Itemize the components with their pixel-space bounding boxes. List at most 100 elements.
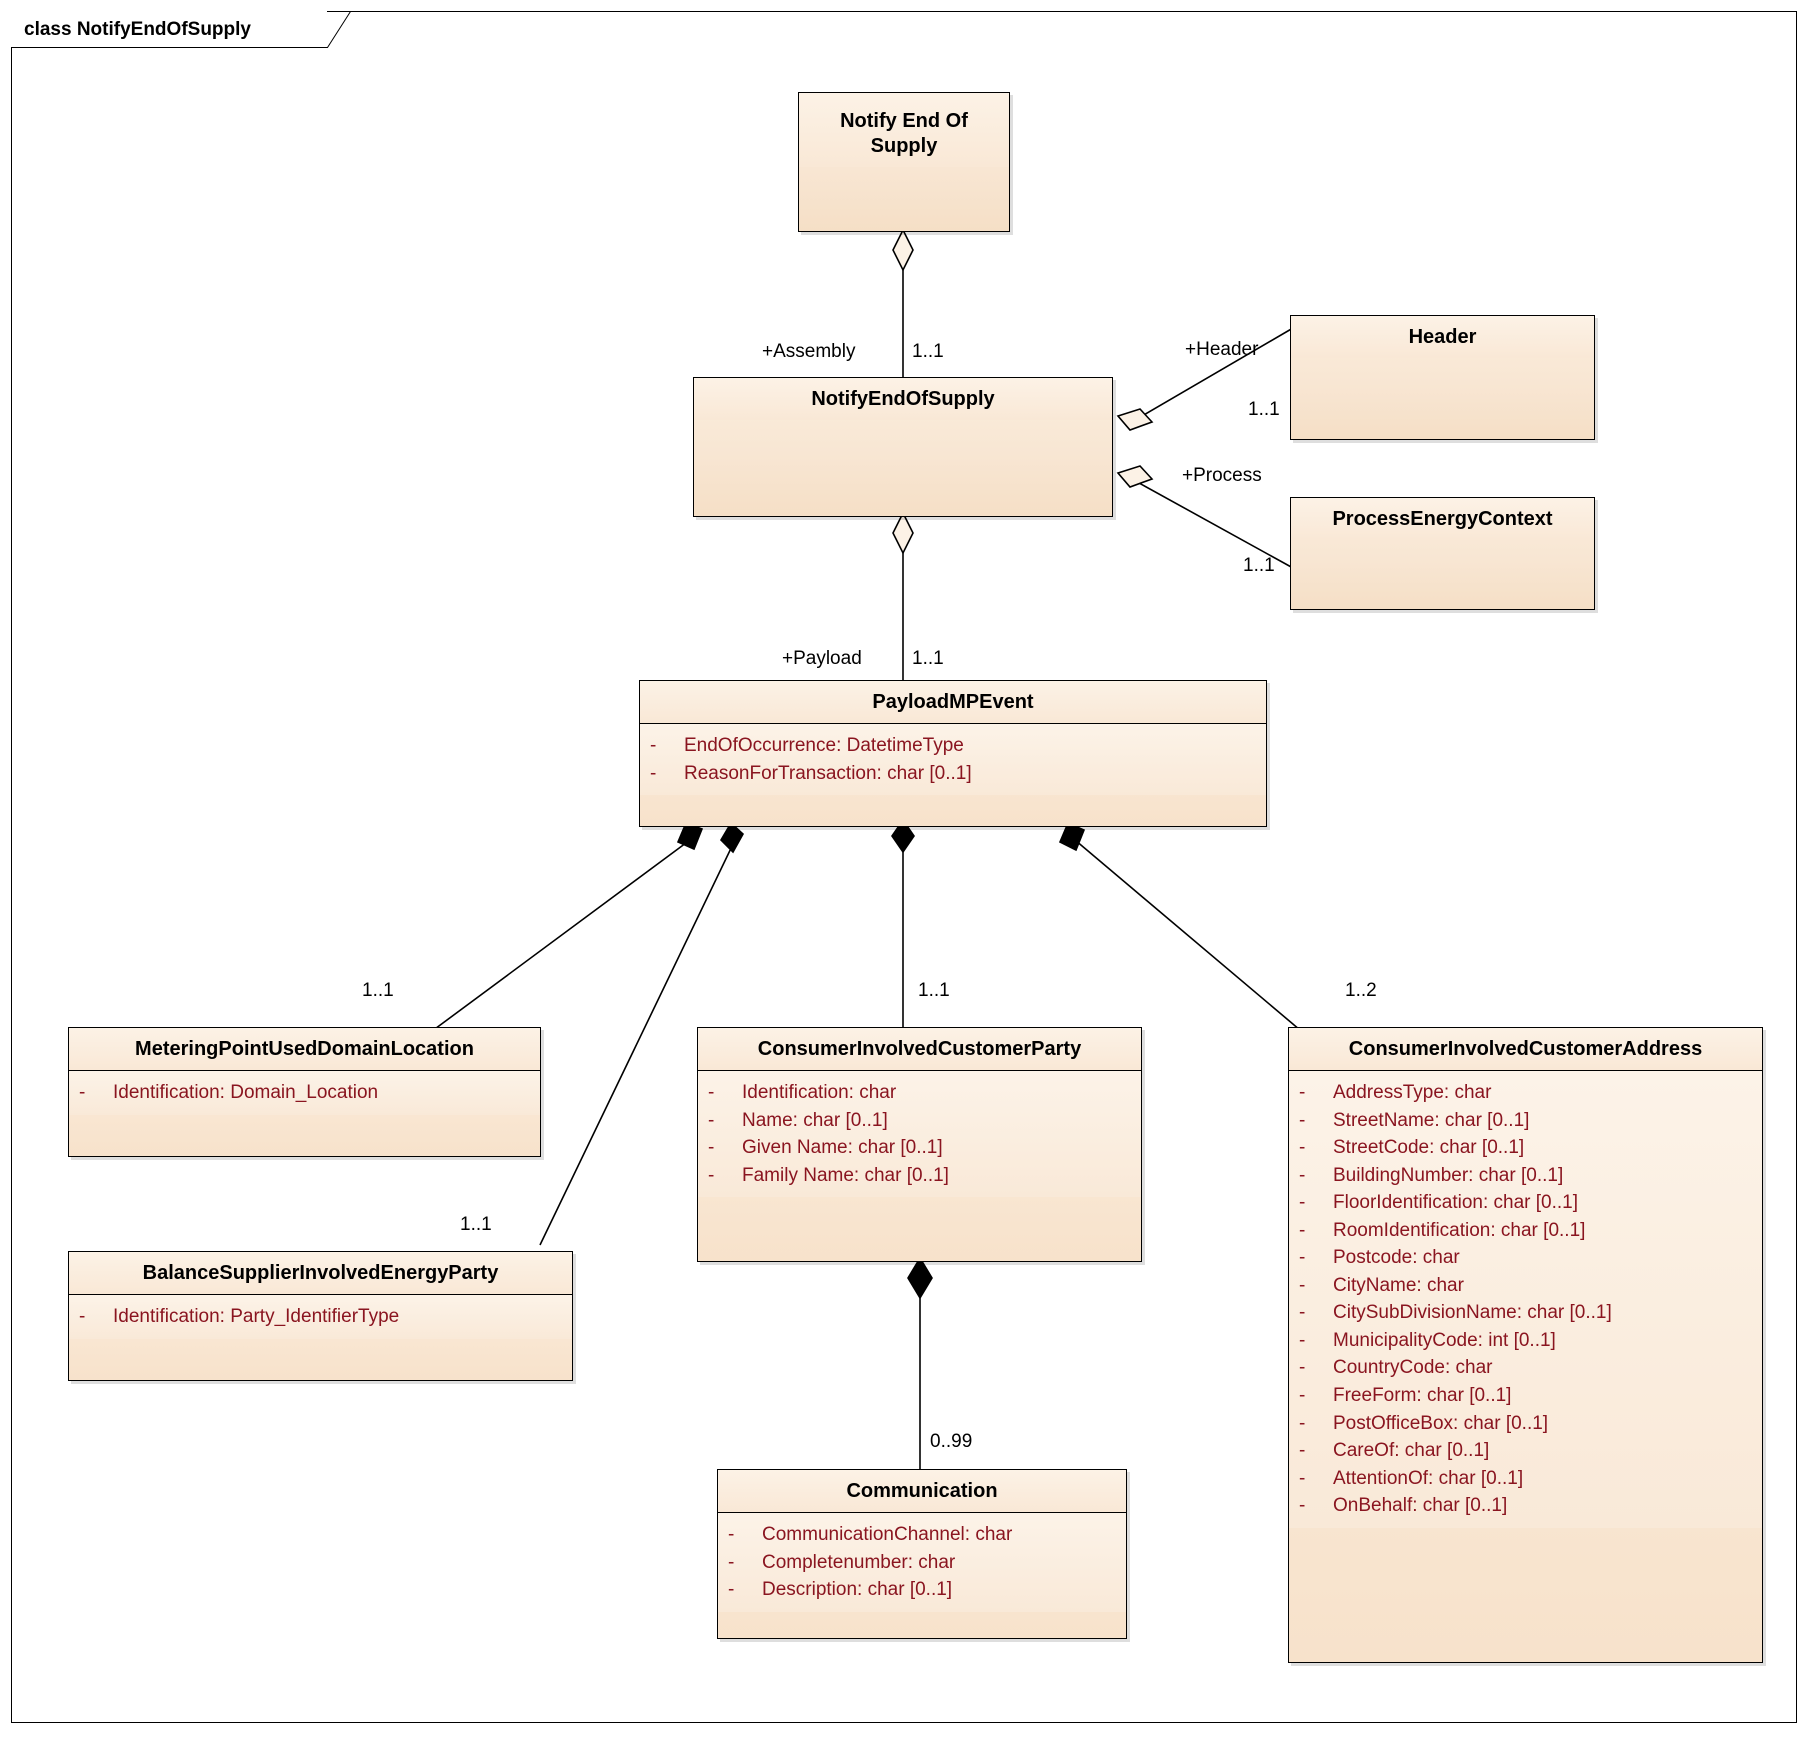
- attribute-text: Postcode: char: [1333, 1247, 1460, 1269]
- attribute-visibility: -: [650, 762, 657, 784]
- attribute-row: - MunicipalityCode: int [0..1]: [1299, 1327, 1756, 1355]
- class-name: ProcessEnergyContext: [1291, 498, 1594, 540]
- attribute-row: - BuildingNumber: char [0..1]: [1299, 1162, 1756, 1190]
- attribute-row: - StreetName: char [0..1]: [1299, 1107, 1756, 1135]
- attribute-visibility: -: [1299, 1467, 1306, 1489]
- attribute-row: - CountryCode: char: [1299, 1354, 1756, 1382]
- attribute-text: Name: char [0..1]: [742, 1109, 888, 1131]
- attribute-text: ReasonForTransaction: char [0..1]: [684, 762, 972, 784]
- attribute-visibility: -: [1299, 1192, 1306, 1214]
- attribute-row: - FreeForm: char [0..1]: [1299, 1382, 1756, 1410]
- attribute-row: - AttentionOf: char [0..1]: [1299, 1465, 1756, 1493]
- attribute-text: OnBehalf: char [0..1]: [1333, 1495, 1508, 1517]
- attribute-visibility: -: [79, 1082, 86, 1103]
- attribute-visibility: -: [1299, 1082, 1306, 1103]
- attribute-row: - ReasonForTransaction: char [0..1]: [650, 760, 1260, 788]
- attribute-text: Identification: Party_IdentifierType: [113, 1306, 400, 1327]
- attribute-row: - StreetCode: char [0..1]: [1299, 1134, 1756, 1162]
- attribute-row: - Postcode: char: [1299, 1244, 1756, 1272]
- edge-label-customer-party-multiplicity: 1..1: [918, 980, 950, 1001]
- attribute-text: EndOfOccurrence: DatetimeType: [684, 735, 964, 756]
- attribute-text: StreetCode: char [0..1]: [1333, 1137, 1525, 1159]
- attribute-row: - OnBehalf: char [0..1]: [1299, 1492, 1756, 1520]
- diagram-title-label: class NotifyEndOfSupply: [24, 18, 251, 40]
- class-attributes: - EndOfOccurrence: DatetimeType - Reason…: [640, 724, 1266, 796]
- attribute-visibility: -: [1299, 1247, 1306, 1269]
- class-process-energy-context[interactable]: ProcessEnergyContext: [1290, 497, 1595, 610]
- attribute-row: - Completenumber: char: [728, 1549, 1120, 1577]
- edge-label-process-role: +Process: [1182, 465, 1262, 486]
- class-metering-point-used-domain-location[interactable]: MeteringPointUsedDomainLocation - Identi…: [68, 1027, 541, 1157]
- attribute-text: AddressType: char: [1333, 1082, 1492, 1103]
- attribute-text: FreeForm: char [0..1]: [1333, 1385, 1512, 1407]
- attribute-visibility: -: [1299, 1440, 1306, 1462]
- class-consumer-involved-customer-party[interactable]: ConsumerInvolvedCustomerParty - Identifi…: [697, 1027, 1142, 1262]
- attribute-text: Identification: Domain_Location: [113, 1082, 379, 1103]
- class-notify-end-of-supply-root[interactable]: Notify End Of Supply: [798, 92, 1010, 232]
- attribute-text: CitySubDivisionName: char [0..1]: [1333, 1302, 1612, 1324]
- attribute-text: Given Name: char [0..1]: [742, 1137, 943, 1159]
- edge-label-metering-point-multiplicity: 1..1: [362, 980, 394, 1001]
- class-attributes: - AddressType: char - StreetName: char […: [1289, 1071, 1762, 1528]
- edge-label-process-multiplicity: 1..1: [1243, 555, 1275, 576]
- attribute-visibility: -: [1299, 1302, 1306, 1324]
- attribute-visibility: -: [1299, 1164, 1306, 1186]
- class-name: Communication: [718, 1470, 1126, 1513]
- attribute-text: Completenumber: char: [762, 1551, 956, 1573]
- class-name-line1: Notify End Of: [840, 110, 968, 132]
- attribute-visibility: -: [1299, 1357, 1306, 1379]
- class-communication[interactable]: Communication - CommunicationChannel: ch…: [717, 1469, 1127, 1639]
- attribute-visibility: -: [728, 1524, 735, 1545]
- attribute-visibility: -: [1299, 1329, 1306, 1351]
- class-name: MeteringPointUsedDomainLocation: [69, 1028, 540, 1071]
- attribute-row: - Identification: Domain_Location: [79, 1079, 534, 1107]
- attribute-text: CommunicationChannel: char: [762, 1524, 1013, 1545]
- attribute-text: CareOf: char [0..1]: [1333, 1440, 1490, 1462]
- attribute-visibility: -: [708, 1109, 715, 1131]
- attribute-text: CityName: char: [1333, 1274, 1464, 1296]
- class-attributes: - Identification: Party_IdentifierType: [69, 1295, 572, 1339]
- edge-label-header-multiplicity: 1..1: [1248, 399, 1280, 420]
- edge-label-communication-multiplicity: 0..99: [930, 1431, 973, 1452]
- attribute-text: Description: char [0..1]: [762, 1579, 953, 1601]
- attribute-row: - Family Name: char [0..1]: [708, 1162, 1135, 1190]
- class-notify-end-of-supply[interactable]: NotifyEndOfSupply: [693, 377, 1113, 517]
- attribute-text: BuildingNumber: char [0..1]: [1333, 1164, 1564, 1186]
- class-header[interactable]: Header: [1290, 315, 1595, 440]
- class-name: NotifyEndOfSupply: [694, 378, 1112, 420]
- class-name-line2: Supply: [870, 135, 938, 157]
- diagram-title: class NotifyEndOfSupply: [11, 11, 327, 47]
- class-attributes: - Identification: Domain_Location: [69, 1071, 540, 1115]
- edge-label-payload-multiplicity: 1..1: [912, 648, 944, 669]
- attribute-visibility: -: [1299, 1274, 1306, 1296]
- attribute-visibility: -: [708, 1164, 715, 1186]
- class-name: Header: [1291, 316, 1594, 358]
- attribute-text: MunicipalityCode: int [0..1]: [1333, 1329, 1556, 1351]
- class-consumer-involved-customer-address[interactable]: ConsumerInvolvedCustomerAddress - Addres…: [1288, 1027, 1763, 1663]
- attribute-row: - Name: char [0..1]: [708, 1107, 1135, 1135]
- attribute-text: StreetName: char [0..1]: [1333, 1109, 1530, 1131]
- attribute-text: AttentionOf: char [0..1]: [1333, 1467, 1524, 1489]
- class-name: ConsumerInvolvedCustomerAddress: [1289, 1028, 1762, 1071]
- attribute-row: - CommunicationChannel: char: [728, 1521, 1120, 1549]
- edge-label-header-role: +Header: [1185, 339, 1259, 360]
- class-payload-mp-event[interactable]: PayloadMPEvent - EndOfOccurrence: Dateti…: [639, 680, 1267, 827]
- edge-label-assembly-role: +Assembly: [762, 341, 856, 362]
- attribute-row: - CityName: char: [1299, 1272, 1756, 1300]
- attribute-row: - RoomIdentification: char [0..1]: [1299, 1217, 1756, 1245]
- attribute-text: Identification: char: [742, 1082, 897, 1103]
- attribute-row: - Identification: char: [708, 1079, 1135, 1107]
- attribute-visibility: -: [708, 1137, 715, 1159]
- attribute-visibility: -: [1299, 1412, 1306, 1434]
- attribute-row: - Identification: Party_IdentifierType: [79, 1303, 566, 1331]
- attribute-row: - Given Name: char [0..1]: [708, 1134, 1135, 1162]
- class-name: ConsumerInvolvedCustomerParty: [698, 1028, 1141, 1071]
- attribute-visibility: -: [650, 735, 657, 756]
- edge-label-customer-address-multiplicity: 1..2: [1345, 980, 1377, 1001]
- class-balance-supplier-involved-energy-party[interactable]: BalanceSupplierInvolvedEnergyParty - Ide…: [68, 1251, 573, 1381]
- edge-label-assembly-multiplicity: 1..1: [912, 341, 944, 362]
- attribute-row: - CitySubDivisionName: char [0..1]: [1299, 1299, 1756, 1327]
- attribute-visibility: -: [1299, 1219, 1306, 1241]
- class-name: PayloadMPEvent: [640, 681, 1266, 724]
